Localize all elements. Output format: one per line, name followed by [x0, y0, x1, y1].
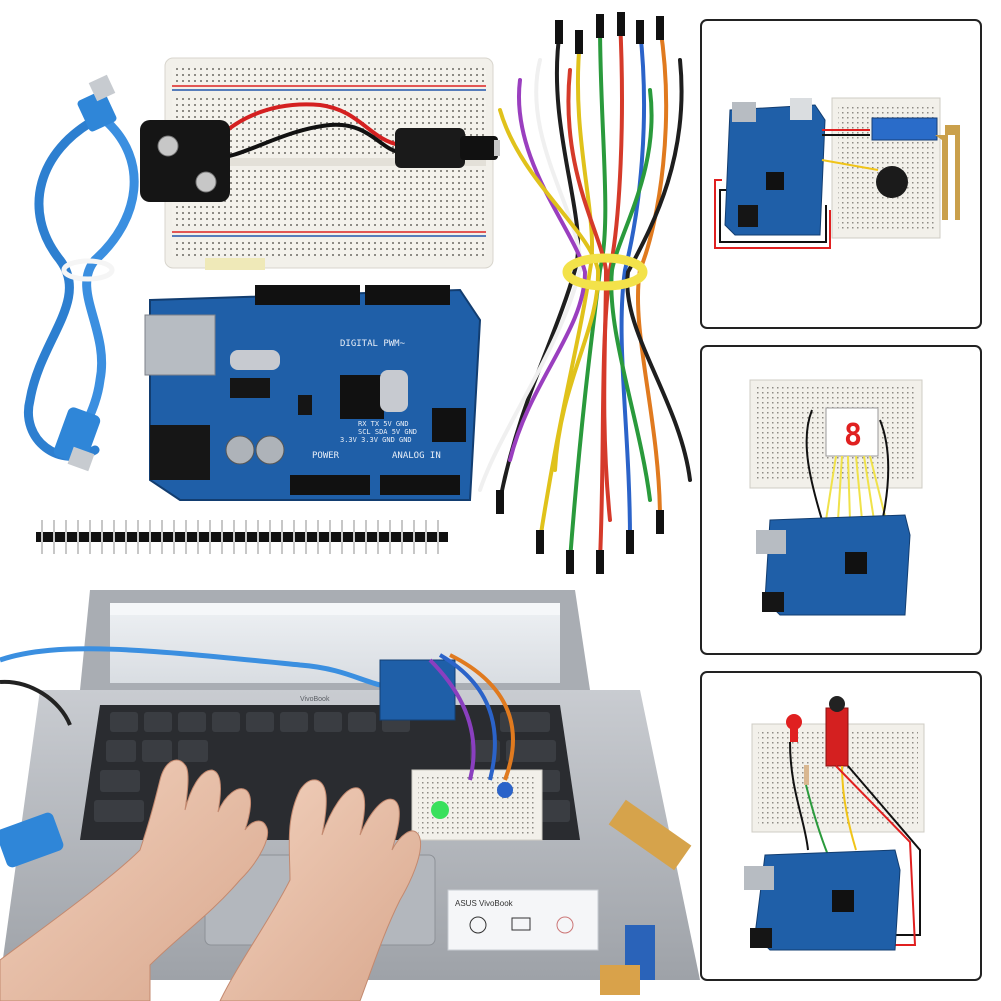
- diagram-seven-segment: 8: [749, 379, 923, 616]
- pin-label-3: 3.3V 3.3V GND GND: [340, 436, 412, 444]
- power-label: POWER: [312, 451, 340, 461]
- analog-label: ANALOG IN: [392, 451, 441, 461]
- diagram-sound-sensor: [744, 696, 925, 951]
- seven-segment-digit: 8: [844, 418, 862, 453]
- pwm-label: DIGITAL PWM~: [340, 339, 406, 349]
- battery-clip: [140, 102, 500, 202]
- pin-label-2: SCL SDA 5V GND: [358, 428, 417, 436]
- jumper-wires-bundle: [478, 12, 692, 574]
- hands-typing: [0, 759, 422, 1001]
- laptop-brand: VivoBook: [300, 696, 330, 703]
- usb-cable: [24, 74, 139, 472]
- diagram-soil-sensor: [714, 97, 960, 249]
- laptop-sticker-text: ASUS VivoBook: [455, 899, 514, 908]
- microcontroller-board: DIGITAL PWM~ POWER ANALOG IN RX TX 5V GN…: [144, 285, 482, 501]
- pin-label-1: RX TX 5V GND: [358, 420, 409, 428]
- pin-header-strip: [36, 520, 448, 554]
